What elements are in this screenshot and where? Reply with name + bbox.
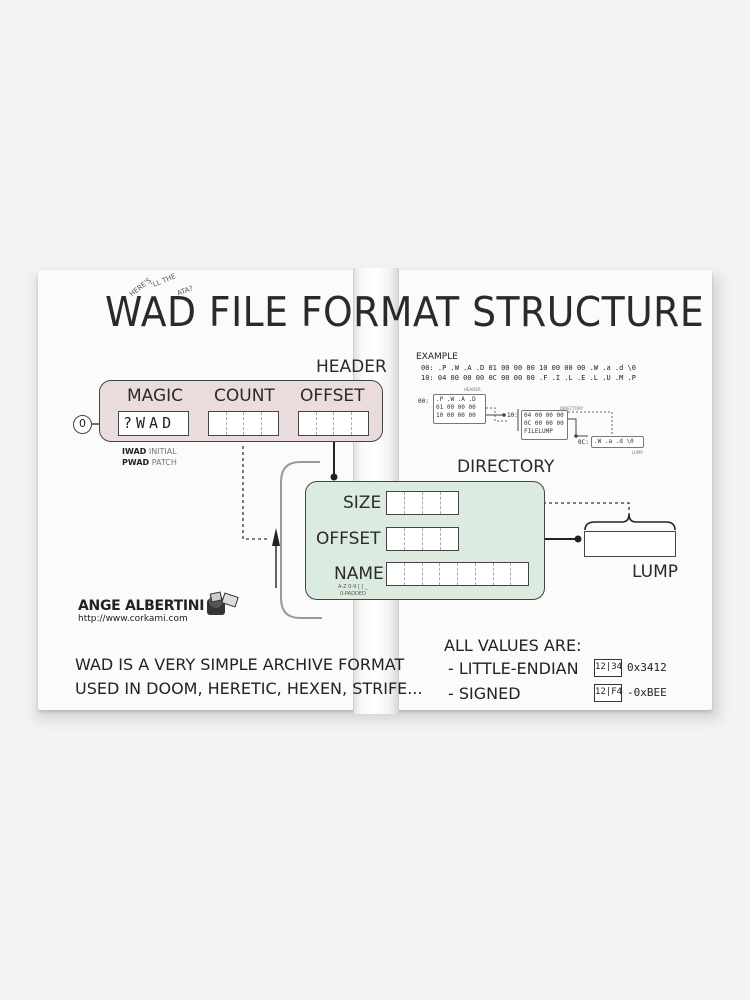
page-title: WAD FILE FORMAT STRUCTURE: [105, 288, 705, 336]
directory-size-label: SIZE: [343, 493, 382, 513]
directory-offset-field: [386, 527, 459, 551]
signed-bytes: 12|F4: [594, 684, 622, 702]
example-row-2: 10: 04 00 00 00 0C 00 00 00 .F .I .L .E …: [421, 374, 636, 382]
pwad-desc: PATCH: [151, 458, 177, 467]
count-field: [208, 411, 279, 436]
directory-label: DIRECTORY: [457, 457, 555, 477]
example-lump-address: 0C:: [578, 439, 589, 446]
iwad-label: IWAD: [122, 447, 147, 456]
example-directory-tag: DIRECTORY: [560, 406, 583, 411]
signed-label: - SIGNED: [448, 684, 521, 703]
example-label: EXAMPLE: [416, 352, 458, 362]
example-directory-box: 04 00 00 00 0C 00 00 00 FILELUMP: [521, 410, 568, 440]
header-count-label: COUNT: [214, 386, 275, 406]
example-header-box: .P .W .A .D 01 00 00 00 10 00 00 00: [433, 394, 486, 424]
offset-field: [298, 411, 369, 436]
little-endian-value: 0x3412: [627, 661, 667, 674]
example-directory-line-3: FILELUMP: [524, 428, 553, 435]
example-header-tag: HEADER: [464, 387, 481, 392]
directory-name-field: [386, 562, 529, 586]
little-endian-label: - LITTLE-ENDIAN: [448, 659, 579, 678]
description-line-1: WAD IS A VERY SIMPLE ARCHIVE FORMAT: [75, 655, 405, 674]
example-directory-line-2: 0C 00 00 00: [524, 420, 564, 427]
example-row-1: 00: .P .W .A .D 01 00 00 00 10 00 00 00 …: [421, 364, 636, 372]
header-label: HEADER: [316, 357, 387, 377]
description-line-2: USED IN DOOM, HERETIC, HEXEN, STRIFE...: [75, 679, 423, 698]
example-lump-box: .W .a .d \0: [591, 436, 644, 448]
values-heading: ALL VALUES ARE:: [444, 636, 582, 655]
author-avatar: [203, 589, 243, 619]
directory-name-label: NAME: [334, 564, 384, 584]
example-directory-line-1: 04 00 00 00: [524, 412, 564, 419]
lump-label: LUMP: [632, 562, 678, 582]
pwad-type: PWAD PATCH: [122, 458, 177, 467]
example-lump-tag: LUMP: [632, 450, 643, 455]
example-lump-line-1: .W .a .d \0: [594, 438, 634, 445]
name-padding-note: 0-PADDED: [340, 591, 366, 597]
directory-size-field: [386, 491, 459, 515]
example-directory-address: 10:: [507, 412, 518, 419]
example-header-line-2: 01 00 00 00: [436, 404, 476, 411]
signed-value: -0xBEE: [627, 686, 667, 699]
example-row-2-bytes: 04 00 00 00 0C 00 00 00 .F .I .L .E .L .…: [437, 374, 636, 382]
file-start-marker: 0: [73, 415, 92, 434]
header-magic-label: MAGIC: [127, 386, 184, 406]
directory-offset-label: OFFSET: [316, 529, 381, 549]
example-row-2-address: 10:: [421, 374, 434, 382]
lump-box: [584, 531, 676, 557]
example-row-1-address: 00:: [421, 364, 434, 372]
magic-field: ?WAD: [118, 411, 189, 436]
author-url[interactable]: http://www.corkami.com: [78, 614, 188, 624]
author-name: ANGE ALBERTINI: [78, 598, 205, 614]
example-row-1-bytes: .P .W .A .D 01 00 00 00 10 00 00 00 .W .…: [437, 364, 636, 372]
iwad-desc: INITIAL: [148, 447, 177, 456]
pwad-label: PWAD: [122, 458, 150, 467]
example-header-line-1: .P .W .A .D: [436, 396, 476, 403]
name-charset-note: A-Z 0-9 [ ] _: [338, 584, 368, 590]
example-header-address: 00:: [418, 398, 429, 405]
little-endian-bytes: 12|34: [594, 659, 622, 677]
example-header-line-3: 10 00 00 00: [436, 412, 476, 419]
iwad-type: IWAD INITIAL: [122, 447, 177, 456]
header-offset-label: OFFSET: [300, 386, 365, 406]
